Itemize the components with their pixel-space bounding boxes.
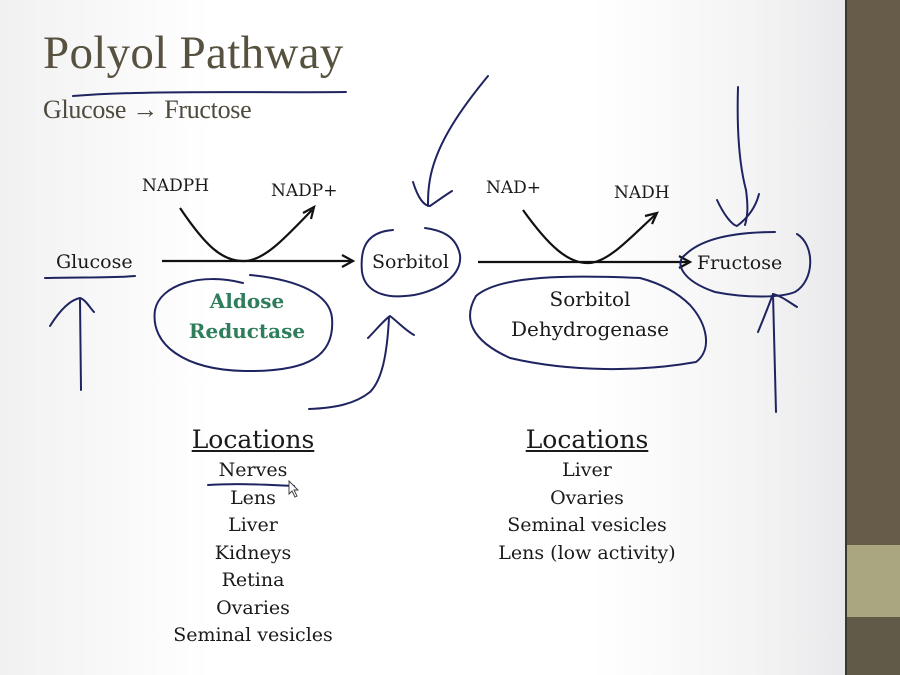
fructose-bottom-arrow-ink (772, 293, 777, 413)
enzyme-name-line2: Reductase (188, 319, 306, 343)
location-item: Nerves (218, 459, 288, 481)
location-item: Lens (low activity) (498, 541, 676, 564)
location-item: Retina (221, 569, 285, 591)
fructose-top-arrow-ink (736, 86, 749, 226)
slide-theme-sidebar (845, 0, 900, 675)
enzyme-name-line2: Dehydrogenase (511, 317, 669, 341)
nad-plus-label: NAD+ (486, 178, 542, 198)
glucose-underline-ink (44, 275, 136, 279)
location-item: Ovaries (550, 486, 624, 509)
sorbitol-dehydrogenase-enzyme: Sorbitol Dehydrogenase (495, 284, 685, 344)
fructose-bottom-arrowhead-ink (757, 293, 798, 333)
sorbitol-bottom-arrowhead-ink (367, 315, 415, 339)
slide-subtitle: Glucose → Fructose (43, 95, 252, 124)
reaction-arrow-1 (162, 254, 356, 268)
aldose-reductase-locations: Locations Nerves Lens Liver Kidneys Reti… (153, 423, 353, 650)
glucose-label: Glucose (56, 251, 133, 273)
enzyme-name-line1: Aldose (209, 289, 285, 313)
location-item: Seminal vesicles (173, 624, 333, 646)
nadph-label: NADPH (142, 176, 210, 196)
location-item: Liver (228, 514, 278, 536)
location-item: Seminal vesicles (507, 514, 667, 536)
reaction-arrow-2 (478, 255, 693, 269)
cofactor-curve-2 (522, 209, 659, 265)
sidebar-bottom-band (847, 617, 900, 675)
enzyme-name-line1: Sorbitol (549, 287, 631, 311)
sidebar-accent-band (847, 545, 900, 617)
locations-heading: Locations (525, 425, 649, 454)
slide-title: Polyol Pathway (43, 27, 344, 79)
location-item: Kidneys (214, 541, 292, 564)
sorbitol-dehydrogenase-locations: Locations Liver Ovaries Seminal vesicles… (477, 423, 697, 567)
sorbitol-top-arrow-ink (427, 75, 489, 207)
locations-heading: Locations (191, 425, 315, 454)
sorbitol-label: Sorbitol (372, 251, 449, 273)
slide: Polyol Pathway Glucose → Fructose Glucos… (0, 0, 845, 675)
nadp-plus-label: NADP+ (271, 181, 338, 201)
sorbitol-top-arrowhead-ink (412, 181, 453, 207)
nadh-label: NADH (614, 183, 670, 203)
fructose-label: Fructose (697, 252, 783, 274)
glucose-up-arrowhead-ink (49, 297, 95, 327)
cofactor-curve-1 (179, 204, 316, 263)
glucose-up-arrow-ink (79, 299, 82, 391)
aldose-reductase-enzyme: Aldose Reductase (172, 286, 322, 346)
location-item: Liver (562, 459, 612, 481)
location-item: Lens (230, 486, 276, 509)
location-item: Ovaries (216, 596, 290, 619)
fructose-top-arrowhead-ink (716, 193, 760, 227)
